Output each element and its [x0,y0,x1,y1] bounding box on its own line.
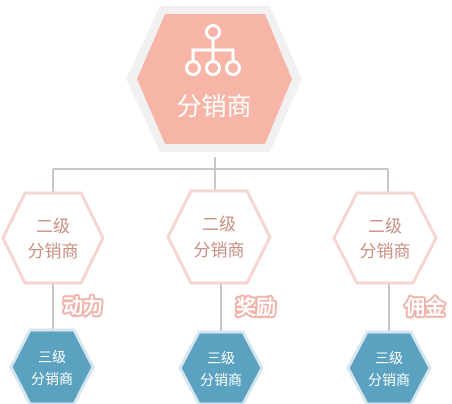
second-level-line2: 分销商 [28,242,79,262]
third-level-line1: 三级 [375,351,403,367]
caption-yongjin: 佣金 [404,295,446,319]
second-level-line1: 二级 [368,217,402,237]
caption-jiangli: 奖励 [236,295,276,319]
caption-dongli: 动力 [63,294,103,318]
second-level-line2: 分销商 [194,241,245,261]
third-level-node: 三级 分销商 [346,330,432,404]
top-node-label: 分销商 [176,92,251,121]
third-level-hexagon [9,328,95,404]
top-distributor-node: 分销商 [126,6,302,152]
second-level-node: 二级 分销商 [332,191,438,285]
third-level-line2: 分销商 [200,373,242,389]
third-level-line2: 分销商 [368,373,410,389]
second-level-line2: 分销商 [360,242,411,262]
second-level-hexagon [166,189,272,285]
second-level-line1: 二级 [36,217,70,237]
third-level-line1: 三级 [207,351,235,367]
network-hierarchy-icon [185,24,241,76]
third-level-node: 三级 分销商 [9,328,95,404]
connector-lines [52,157,390,332]
third-level-hexagon [178,330,264,404]
third-level-line2: 分销商 [31,372,73,388]
second-level-node: 二级 分销商 [166,189,272,285]
third-level-node: 三级 分销商 [178,330,264,404]
third-level-hexagon [346,330,432,404]
second-level-hexagon [1,191,105,285]
second-level-hexagon [332,191,438,285]
top-node-hexagon [137,14,292,144]
second-level-line1: 二级 [202,215,236,235]
second-level-node: 二级 分销商 [1,191,105,285]
third-level-line1: 三级 [38,350,66,366]
